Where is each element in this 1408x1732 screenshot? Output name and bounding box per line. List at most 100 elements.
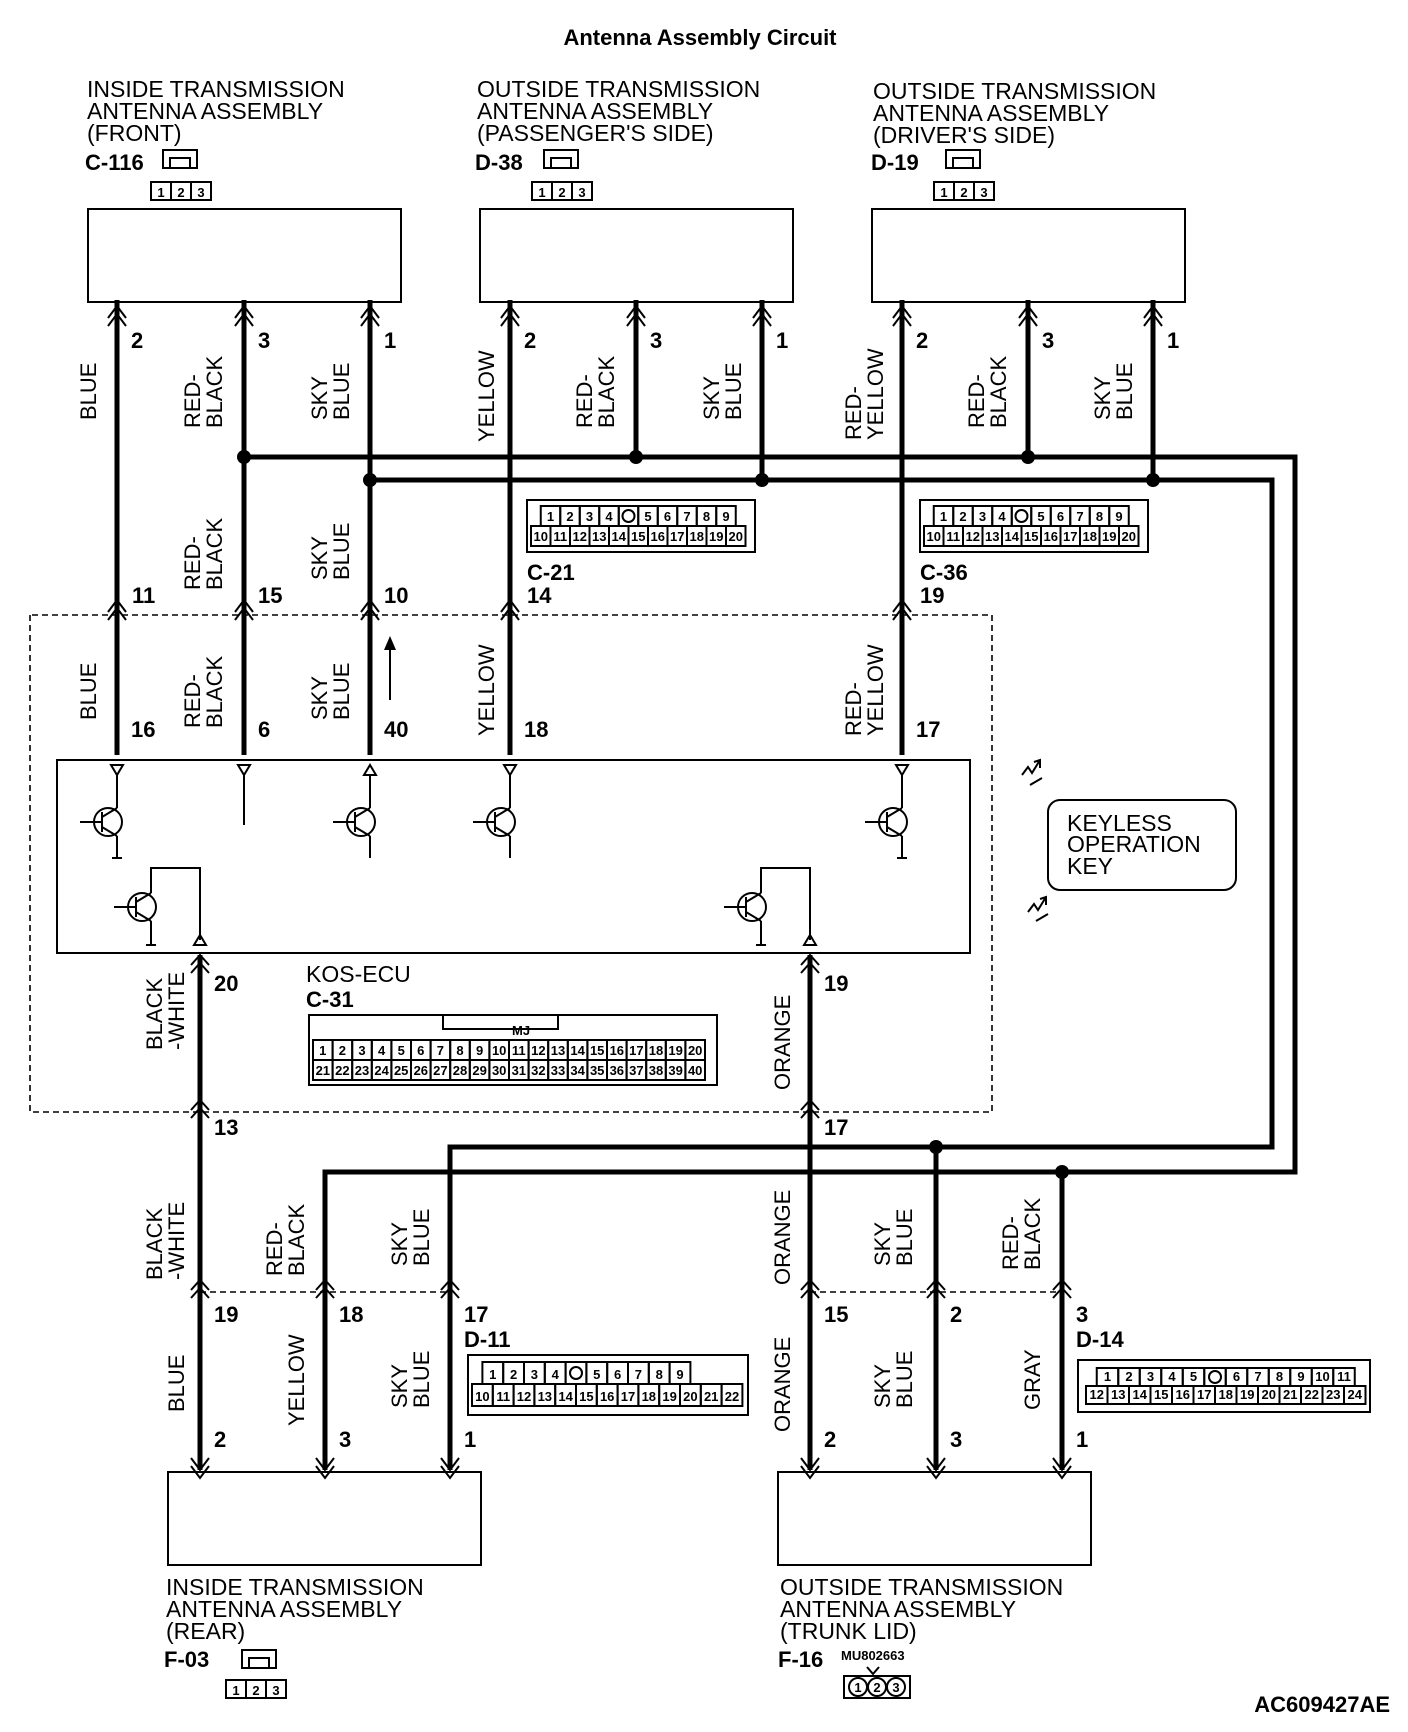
d14-cell-label: 13 (1111, 1387, 1125, 1402)
c31-cell-label: 19 (668, 1043, 682, 1058)
wire-label-skyblue-7a: SKY (870, 1222, 895, 1266)
wire-label-redblack-1b: BLACK (202, 356, 227, 428)
wire-label-skyblue-6b: BLUE (409, 1209, 434, 1266)
d11-cell-label: 1 (489, 1367, 496, 1382)
passenger-pin-1: 1 (776, 328, 788, 353)
d11-cell-label: 15 (579, 1389, 593, 1404)
ecu-joint-pins: 11 15 10 (107, 583, 912, 621)
ecu-transistors (80, 775, 908, 946)
c21-code: C-21 (527, 560, 575, 585)
d14-cell-label: 16 (1176, 1387, 1190, 1402)
driver-antenna-box (871, 208, 1186, 303)
trunk-antenna-label-1: OUTSIDE TRANSMISSION (780, 1574, 1063, 1600)
c36-cell-label: 13 (985, 529, 999, 544)
c31-cell-label: 2 (339, 1043, 346, 1058)
c36-code: C-36 (920, 560, 968, 585)
c31-cell-label: 4 (378, 1043, 386, 1058)
c31-cell-label: 33 (551, 1063, 565, 1078)
passenger-pin-3: 3 (650, 328, 662, 353)
rear-cell-3: 3 (272, 1683, 279, 1698)
c21-cell-label: 4 (605, 509, 613, 524)
c31-cell-label: 28 (453, 1063, 467, 1078)
c36-cell-label: 2 (959, 509, 966, 524)
wire-label-redblack-2b: BLACK (594, 356, 619, 428)
c36-cell-label: 18 (1083, 529, 1097, 544)
wire-label-redblack-2a: RED- (572, 374, 597, 428)
passenger-antenna-label-1: OUTSIDE TRANSMISSION (477, 76, 760, 102)
wires (114, 300, 1298, 1470)
wire-label-redblack-4b: BLACK (202, 518, 227, 590)
wire-label-skyblue-4a: SKY (307, 536, 332, 580)
d14-pin-2: 2 (950, 1302, 962, 1327)
d11-cell-box (564, 1361, 588, 1385)
ecu-pin-40: 40 (384, 717, 408, 742)
trunk-antenna-label-3: (TRUNK LID) (780, 1618, 917, 1644)
d11-d14-junction: 19 18 17 D-11 15 2 3 D-14 (190, 1278, 1124, 1352)
wire-label-skyblue-1b: BLUE (329, 363, 354, 420)
wire-label-blackwhite-2b: -WHITE (164, 1202, 189, 1280)
wire-label-blackwhite-2a: BLACK (142, 1208, 167, 1280)
rear-pin-2: 2 (214, 1427, 226, 1452)
signal-icon (1021, 758, 1041, 776)
d14-key-circle (1208, 1370, 1222, 1384)
d14-cell-label: 9 (1297, 1369, 1304, 1384)
trunk-antenna-box (777, 1471, 1092, 1566)
d11-key-circle (569, 1366, 583, 1380)
c36-cell-label: 7 (1076, 509, 1083, 524)
c31-cell-label: 21 (316, 1063, 330, 1078)
driver-antenna-label-3: (DRIVER'S SIDE) (873, 122, 1055, 148)
c21-key-circle (621, 509, 636, 523)
front-pin-2: 2 (131, 328, 143, 353)
driver-antenna-label-1: OUTSIDE TRANSMISSION (873, 78, 1156, 104)
wire-label-skyblue-3b: BLUE (1112, 363, 1137, 420)
key-label-2: OPERATION (1067, 831, 1201, 857)
driver-cell-1: 1 (940, 185, 947, 200)
c21-cell-label: 18 (690, 529, 704, 544)
wire-label-skyblue-3a: SKY (1090, 376, 1115, 420)
c31-cell-label: 18 (649, 1043, 663, 1058)
d14-cell-box (1343, 1385, 1367, 1405)
d14-cell-label: 7 (1254, 1369, 1261, 1384)
d11-cell-label: 22 (725, 1389, 739, 1404)
c31-cell-label: 3 (358, 1043, 365, 1058)
wire-label-skyblue-1a: SKY (307, 376, 332, 420)
d11-cell-label: 6 (614, 1367, 621, 1382)
c36-cell-label: 9 (1115, 509, 1122, 524)
d14-cell-label: 18 (1219, 1387, 1233, 1402)
rear-antenna-label-1: INSIDE TRANSMISSION (166, 1574, 424, 1600)
trunk-cell-1: 1 (854, 1680, 861, 1695)
passenger-antenna-code: D-38 (475, 150, 523, 175)
ecu-pin-16: 16 (131, 717, 155, 742)
c31-cell-label: 39 (668, 1063, 682, 1078)
c31-cell-label: 15 (590, 1043, 604, 1058)
d11-cell-label: 5 (593, 1367, 600, 1382)
c36-cell-label: 4 (998, 509, 1006, 524)
wire-label-orange-1: ORANGE (770, 995, 795, 1090)
wire-label-skyblue-7b: BLUE (892, 1209, 917, 1266)
wire-label-blue-1: BLUE (76, 363, 101, 420)
c36-cell-label: 15 (1024, 529, 1038, 544)
wire-label-orange-2: ORANGE (770, 1190, 795, 1285)
c31-cell-label: 35 (590, 1063, 604, 1078)
d11-cell-label: 17 (621, 1389, 635, 1404)
passenger-antenna-box (479, 208, 794, 303)
c21-cell-label: 10 (534, 529, 548, 544)
ecu-name: KOS-ECU (306, 961, 411, 987)
rear-cell-1: 1 (232, 1683, 239, 1698)
c31-cell-box (684, 1059, 707, 1081)
wire-label-redblack-5a: RED- (180, 674, 205, 728)
d14-cell-label: 24 (1348, 1387, 1363, 1402)
c31-cell-label: 37 (629, 1063, 643, 1078)
c31-cell-label: 38 (649, 1063, 663, 1078)
ecu-pin-6: 6 (258, 717, 270, 742)
d11-cell-label: 11 (496, 1389, 510, 1404)
d11-pin-17: 17 (464, 1302, 488, 1327)
c21-cell-label: 5 (644, 509, 651, 524)
d14-cell-label: 4 (1168, 1369, 1176, 1384)
wire-label-redblack-6b: BLACK (284, 1204, 309, 1276)
d11-cell-label: 13 (538, 1389, 552, 1404)
driver-connector-icon: 1 2 3 (933, 149, 995, 201)
c36-cell-label: 3 (979, 509, 986, 524)
wire-label-skyblue-4b: BLUE (329, 523, 354, 580)
c31-marker: MJ (512, 1023, 530, 1038)
